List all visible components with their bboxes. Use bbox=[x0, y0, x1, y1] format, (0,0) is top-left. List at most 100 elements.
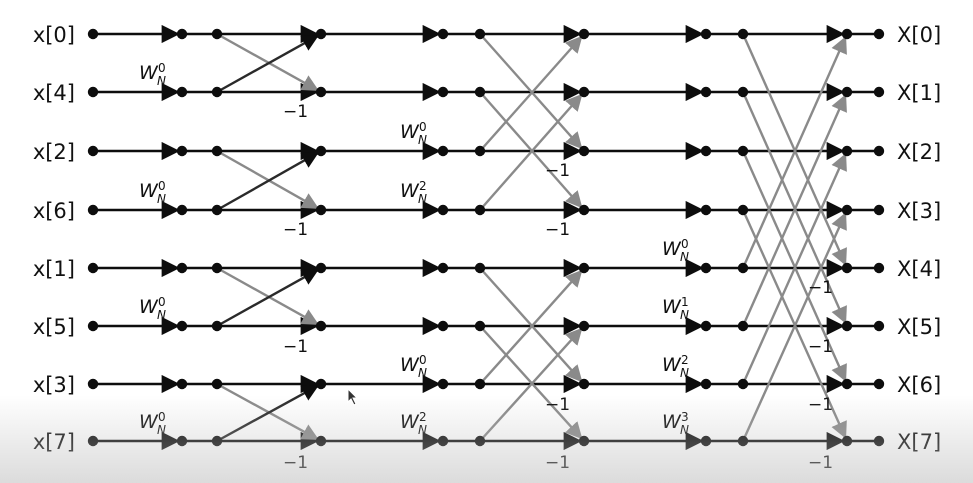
node-dot bbox=[315, 145, 327, 157]
input-label: x[2] bbox=[33, 140, 75, 164]
node-dot bbox=[841, 28, 853, 40]
node-dot bbox=[87, 86, 99, 98]
node-dot bbox=[737, 204, 749, 216]
butterfly-line bbox=[216, 266, 319, 326]
minus-one-label: −1 bbox=[283, 220, 308, 240]
node-dot bbox=[211, 378, 223, 390]
node-dot bbox=[87, 262, 99, 274]
twiddle-subscript: N bbox=[157, 423, 166, 437]
butterfly-line bbox=[741, 153, 847, 385]
node-dot bbox=[176, 378, 188, 390]
node-dot bbox=[87, 378, 99, 390]
twiddle-exponent: 0 bbox=[158, 61, 166, 75]
butterfly-line bbox=[216, 268, 319, 328]
twiddle-exponent: 0 bbox=[158, 295, 166, 309]
butterfly-line bbox=[216, 149, 319, 210]
twiddle-exponent: 0 bbox=[419, 120, 427, 134]
node-dot bbox=[315, 262, 327, 274]
minus-one-label: −1 bbox=[283, 453, 308, 473]
twiddle-w: W bbox=[400, 411, 420, 433]
butterfly-line bbox=[479, 93, 583, 211]
node-dot bbox=[841, 378, 853, 390]
node-dot bbox=[578, 86, 590, 98]
node-dot bbox=[737, 28, 749, 40]
node-dot bbox=[474, 145, 486, 157]
twiddle-exponent: 2 bbox=[419, 410, 427, 424]
node-dot bbox=[873, 86, 885, 98]
node-dot bbox=[211, 204, 223, 216]
node-dot bbox=[211, 320, 223, 332]
node-dot bbox=[873, 28, 885, 40]
node-dot bbox=[841, 320, 853, 332]
butterfly-line bbox=[479, 267, 583, 383]
node-dot bbox=[474, 435, 486, 447]
node-dot bbox=[841, 262, 853, 274]
twiddle-w: W bbox=[400, 121, 420, 143]
node-dot bbox=[700, 262, 712, 274]
node-dot bbox=[176, 435, 188, 447]
node-dot bbox=[474, 378, 486, 390]
node-dot bbox=[87, 28, 99, 40]
node-dot bbox=[315, 378, 327, 390]
twiddle-exponent: 0 bbox=[158, 179, 166, 193]
node-dot bbox=[841, 145, 853, 157]
node-dot bbox=[176, 320, 188, 332]
twiddle-subscript: N bbox=[418, 423, 427, 437]
node-dot bbox=[437, 262, 449, 274]
butterfly-line bbox=[216, 34, 319, 94]
node-dot bbox=[841, 86, 853, 98]
node-dot bbox=[700, 435, 712, 447]
input-label: x[0] bbox=[33, 23, 75, 47]
node-dot bbox=[176, 262, 188, 274]
output-label: X[5] bbox=[897, 315, 941, 339]
butterfly-crossings bbox=[216, 32, 847, 443]
twiddle-w: W bbox=[139, 180, 159, 202]
output-label: X[0] bbox=[897, 23, 941, 47]
twiddle-exponent: 0 bbox=[158, 410, 166, 424]
minus-one-label: −1 bbox=[545, 395, 570, 415]
node-dot bbox=[700, 378, 712, 390]
twiddle-exponent: 1 bbox=[681, 295, 689, 309]
butterfly-line bbox=[479, 91, 583, 209]
node-dot bbox=[176, 28, 188, 40]
butterfly-line bbox=[216, 32, 319, 92]
butterfly-line bbox=[741, 91, 847, 324]
node-dot bbox=[700, 204, 712, 216]
minus-one-label: −1 bbox=[545, 161, 570, 181]
twiddle-subscript: N bbox=[680, 366, 689, 380]
twiddle-subscript: N bbox=[680, 250, 689, 264]
minus-one-label: −1 bbox=[808, 278, 833, 298]
node-dot bbox=[474, 262, 486, 274]
minus-one-label: −1 bbox=[545, 453, 570, 473]
node-dot bbox=[176, 86, 188, 98]
node-dot bbox=[87, 204, 99, 216]
node-dot bbox=[737, 145, 749, 157]
node-dot bbox=[315, 86, 327, 98]
twiddle-w: W bbox=[662, 296, 682, 318]
twiddle-subscript: N bbox=[157, 308, 166, 322]
mouse-cursor-icon bbox=[347, 388, 359, 406]
output-label: X[3] bbox=[897, 199, 941, 223]
node-dot bbox=[578, 320, 590, 332]
node-dot bbox=[873, 435, 885, 447]
node-dot bbox=[315, 204, 327, 216]
butterfly-line bbox=[741, 150, 847, 382]
twiddle-exponent: 2 bbox=[419, 179, 427, 193]
node-dot bbox=[737, 86, 749, 98]
input-label: x[7] bbox=[33, 430, 75, 454]
output-label: X[6] bbox=[897, 373, 941, 397]
node-dot bbox=[176, 145, 188, 157]
minus-one-label: −1 bbox=[283, 102, 308, 122]
node-dot bbox=[474, 86, 486, 98]
node-dot bbox=[841, 435, 853, 447]
twiddle-w: W bbox=[662, 411, 682, 433]
node-dot bbox=[474, 28, 486, 40]
